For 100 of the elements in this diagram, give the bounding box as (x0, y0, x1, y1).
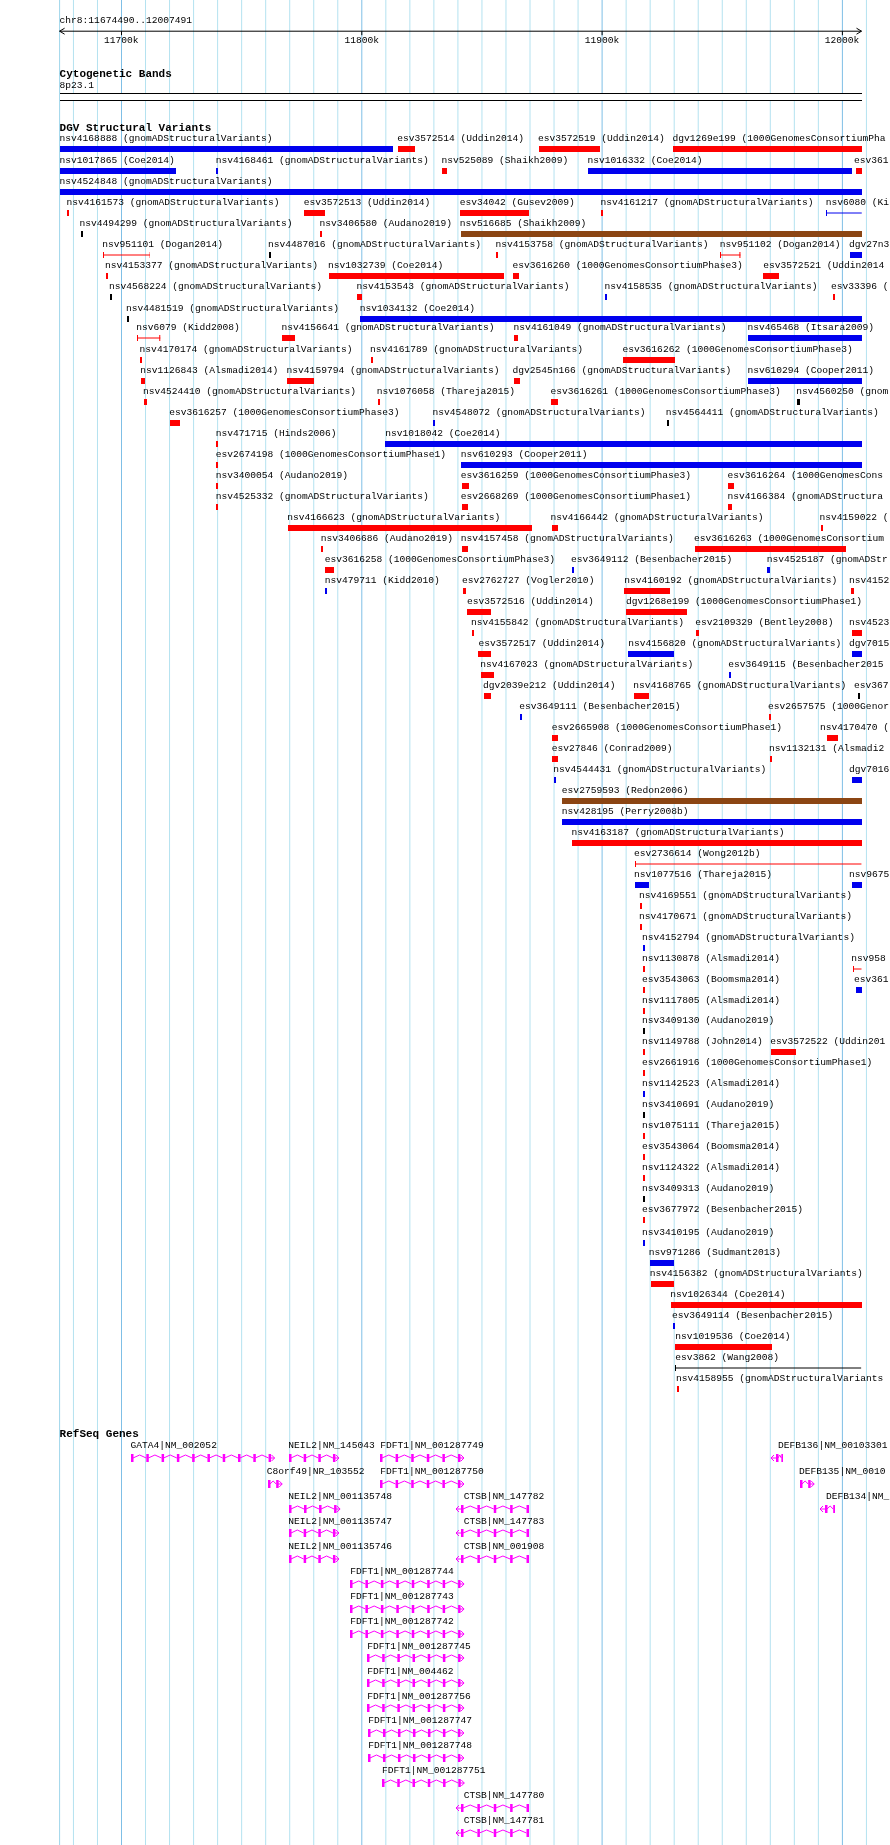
tick-label: 11900k (584, 34, 620, 47)
variant-label: dgv7016 (849, 763, 890, 776)
variant-label: esv27846 (Conrad2009) (551, 742, 673, 755)
variant-label: esv2736614 (Wong2012b) (633, 847, 761, 860)
variant-label: nsv3409313 (Audano2019) (641, 1183, 775, 1196)
variant-label: nsv4523 (849, 616, 890, 629)
variant-label: nsv3406580 (Audano2019) (319, 217, 452, 230)
variant-label: esv361 (854, 155, 889, 168)
gene-label: DEFB134|NM_ (826, 1490, 890, 1503)
variant-label: nsv4161789 (gnomADStructuralVariants) (370, 343, 584, 356)
variant-label: esv3572514 (Uddin2014) (397, 133, 524, 146)
variant-label: esv3616264 (1000GenomesCons (727, 469, 884, 482)
gene-label: FDFT1|NM_001287747 (368, 1715, 472, 1728)
track-title: DGV Structural Variants (59, 121, 212, 134)
variant-label: nsv951101 (Dogan2014) (102, 239, 224, 252)
gene-label: FDFT1|NM_001287749 (380, 1440, 484, 1453)
variant-label: nsv4494299 (gnomADStructuralVariants) (79, 217, 293, 230)
variant-label: nsv4169551 (gnomADStructuralVariants) (639, 889, 853, 902)
variant-label: esv3572522 (Uddin201 (770, 1036, 886, 1049)
variant-label: nsv479711 (Kidd2010) (324, 574, 440, 587)
variant-label: nsv4564411 (gnomADStructuralVariants) (665, 406, 879, 419)
variant-label: nsv1077516 (Thareja2015) (633, 868, 773, 881)
variant-label: nsv1132131 (Alsmadi2 (769, 742, 885, 755)
gene-label: FDFT1|NM_001287745 (367, 1640, 471, 1653)
gene-label: NEIL2|NM_001135748 (288, 1490, 392, 1503)
variant-label: nsv4163187 (gnomADStructuralVariants) (571, 826, 785, 839)
variant-label: nsv4544431 (gnomADStructuralVariants) (553, 763, 767, 776)
variant-label: nsv610293 (Cooper2011) (460, 448, 588, 461)
variant-label: nsv4159794 (gnomADStructuralVariants) (286, 364, 500, 377)
variant-label: dgv27n3 (849, 239, 890, 252)
track-title: RefSeq Genes (59, 1428, 139, 1441)
variant-label: nsv4170174 (gnomADStructuralVariants) (139, 343, 353, 356)
variant-label: esv3543063 (Boomsma2014) (641, 974, 781, 986)
gene-label: GATA4|NM_002052 (130, 1440, 217, 1453)
variant-label: nsv1032739 (Coe2014) (328, 259, 444, 272)
variant-label: dgv1269e199 (1000GenomesConsortiumPha (672, 133, 886, 146)
variant-label: nsv3409130 (Audano2019) (641, 1015, 775, 1028)
variant-label: esv3572516 (Uddin2014) (467, 595, 594, 608)
variant-label: nsv4168888 (gnomADStructuralVariants) (59, 133, 273, 146)
variant-label: dgv2039e212 (Uddin2014) (482, 680, 616, 693)
variant-label: nsv1017865 (Coe2014) (59, 155, 175, 168)
variant-label: nsv4156382 (gnomADStructuralVariants) (649, 1267, 863, 1280)
gene-label: FDFT1|NM_001287748 (368, 1740, 472, 1753)
variant-label: esv3572519 (Uddin2014) (538, 133, 665, 146)
variant-label: nsv4568224 (gnomADStructuralVariants) (108, 280, 322, 293)
variant-label: nsv4153377 (gnomADStructuralVariants) (105, 259, 318, 272)
gene-label: FDFT1|NM_001287744 (350, 1565, 454, 1578)
variant-label: nsv465468 (Itsara2009) (747, 322, 875, 335)
variant-label: nsv4560250 (gnom (796, 385, 889, 398)
variant-label: nsv610294 (Cooper2011) (747, 364, 875, 377)
variant-label: esv3649114 (Besenbacher2015) (671, 1310, 834, 1323)
variant-label: esv2674198 (1000GenomesConsortiumPhase1) (215, 448, 446, 461)
gene-label: FDFT1|NM_001287756 (367, 1690, 471, 1703)
variant-label: nsv6080 (Ki (825, 196, 890, 209)
variant-label: nsv4524848 (gnomADStructuralVariants) (59, 175, 273, 188)
gene-label: CTSB|NM_147780 (463, 1790, 545, 1803)
gene-label: NEIL2|NM_001135746 (288, 1540, 392, 1553)
gene-label: CTSB|NM_001908 (463, 1540, 545, 1553)
variant-label: esv2762727 (Vogler2010) (461, 574, 595, 587)
variant-label: nsv428195 (Perry2008b) (561, 805, 689, 818)
variant-label: nsv1149788 (John2014) (641, 1036, 763, 1049)
gene-label: CTSB|NM_147782 (463, 1490, 545, 1503)
variant-label: nsv4525332 (gnomADStructuralVariants) (215, 490, 429, 503)
variant-label: esv3616258 (1000GenomesConsortiumPhase3) (324, 553, 555, 566)
variant-label: nsv1130878 (Alsmadi2014) (641, 953, 781, 965)
variant-label: nsv1117805 (Alsmadi2014) (641, 995, 781, 1007)
variant-label: nsv4153758 (gnomADStructuralVariants) (495, 239, 709, 252)
variant-label: nsv958 (851, 953, 886, 965)
gene-label: DEFB135|NM_0010 (799, 1465, 886, 1478)
variant-label: nsv1026344 (Coe2014) (670, 1289, 786, 1302)
variant-label: nsv1016332 (Coe2014) (587, 155, 703, 168)
variant-label: esv3572521 (Uddin2014 (763, 259, 885, 272)
variant-label: esv2109329 (Bentley2008) (695, 616, 834, 629)
track-title: Cytogenetic Bands (59, 67, 172, 80)
variant-label: nsv4170470 ( (820, 722, 890, 735)
variant-label: esv34042 (Gusev2009) (459, 196, 575, 209)
gene-label: DEFB136|NM_00103301 (778, 1440, 888, 1453)
variant-label: nsv4157458 (gnomADStructuralVariants) (460, 532, 674, 545)
variant-label: nsv4166623 (gnomADStructuralVariants) (287, 511, 501, 524)
variant-label: nsv4156820 (gnomADStructuralVariants) (628, 637, 842, 650)
tick-label: 11800k (344, 34, 380, 47)
gene-label: FDFT1|NM_004462 (367, 1665, 454, 1678)
variant-label: esv33396 ( (831, 280, 889, 293)
variant-label: nsv1142523 (Alsmadi2014) (641, 1078, 781, 1091)
variant-label: esv361 (854, 974, 889, 986)
variant-label: nsv4481519 (gnomADStructuralVariants) (126, 302, 339, 315)
variant-label: nsv4152794 (gnomADStructuralVariants) (641, 932, 855, 944)
variant-label: esv3572513 (Uddin2014) (303, 196, 431, 209)
variant-label: nsv4167023 (gnomADStructuralVariants) (480, 659, 694, 672)
variant-label: nsv971286 (Sudmant2013) (648, 1246, 782, 1259)
variant-label: nsv4548072 (gnomADStructuralVariants) (432, 406, 646, 419)
variant-label: nsv1034132 (Coe2014) (359, 302, 475, 315)
variant-label: nsv3410195 (Audano2019) (641, 1226, 775, 1239)
location-label: chr8:11674490..12007491 (59, 15, 192, 27)
variant-label: nsv1075111 (Thareja2015) (641, 1120, 781, 1133)
variant-label: nsv4161573 (gnomADStructuralVariants) (66, 196, 280, 209)
variant-label: esv3572517 (Uddin2014) (478, 637, 606, 650)
variant-label: esv2661916 (1000GenomesConsortiumPhase1) (641, 1057, 873, 1070)
tick-label: 11700k (103, 34, 139, 47)
variant-label: nsv4161217 (gnomADStructuralVariants) (600, 196, 814, 209)
